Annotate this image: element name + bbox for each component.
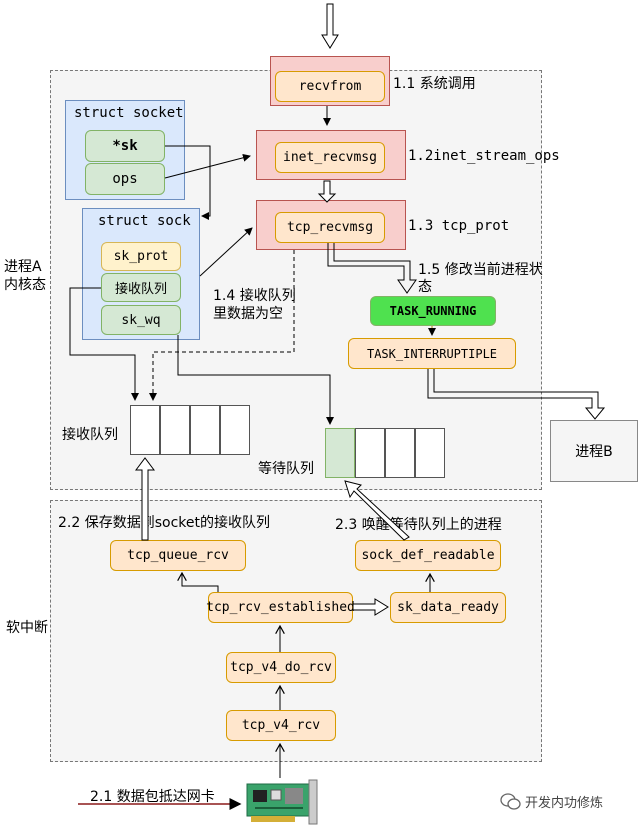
inet-recvmsg-box: inet_recvmsg [275,142,385,173]
task-running-box: TASK_RUNNING [370,296,496,326]
process-a-label: 进程A 内核态 [4,259,46,293]
watermark-text: 开发内功修炼 [525,796,604,811]
recv-queue-slot [190,405,220,455]
tcp-rcv-established-box: tcp_rcv_established [206,592,355,623]
arrow-queue-rcv-up [135,457,155,541]
tcp-recvmsg-box: tcp_recvmsg [275,212,385,243]
arrow-sock-tcp [199,227,253,277]
socket-ops-field: ops [85,163,165,195]
arrow-tcp-running [327,243,417,294]
sock-recv-queue-field: 接收队列 [101,273,181,302]
recvfrom-box: recvfrom [275,71,385,102]
label-1-5: 1.5 修改当前进程状 态 [418,262,543,295]
arrow-readable-waitqueue [344,480,410,541]
arrow-established-queue [182,573,219,592]
struct-socket-title: struct socket [74,105,184,121]
wait-queue-slot [415,428,445,478]
sock-sk-prot-field: sk_prot [101,242,181,271]
dashed-tcp-queue [149,250,295,401]
recv-queue-label: 接收队列 [62,427,118,443]
wait-queue-slot [325,428,355,478]
sock-def-readable-box: sock_def_readable [355,540,501,571]
sock-sk-wq-field: sk_wq [101,305,181,335]
arrow-interruptible-processb [427,369,606,420]
label-1-3: 1.3 tcp_prot [408,218,510,234]
wait-queue-slot [385,428,415,478]
arrow-ops-inet [164,153,251,179]
arrow-established-ready [352,598,389,616]
arrow-wq-waitqueue [177,335,334,425]
recv-queue-slot [220,405,250,455]
arrow-sk-sock [165,145,211,220]
label-2-2: 2.2 保存数据到socket的接收队列 [58,515,270,531]
label-2-1: 2.1 数据包抵达网卡 [90,789,215,805]
wechat-icon [500,792,521,810]
tcp-v4-do-rcv-box: tcp_v4_do_rcv [226,652,336,683]
softirq-label: 软中断 [6,620,48,636]
tcp-queue-rcv-box: tcp_queue_rcv [110,540,246,571]
wait-queue-slot [355,428,385,478]
tcp-v4-rcv-box: tcp_v4_rcv [226,710,336,741]
entry-arrow [321,3,339,49]
label-1-2: 1.2inet_stream_ops [408,148,560,164]
process-b-box: 进程B [550,420,638,482]
label-1-4: 1.4 接收队列 里数据为空 [213,288,296,322]
sk-data-ready-box: sk_data_ready [390,592,506,623]
watermark: 开发内功修炼 [500,792,603,811]
label-2-3: 2.3 唤醒等待队列上的进程 [335,517,502,533]
socket-sk-field: *sk [85,130,165,162]
recv-queue-slot [130,405,160,455]
wait-queue-label: 等待队列 [258,461,314,477]
arrow-inet-tcp [317,180,337,203]
task-interruptible-box: TASK_INTERRUPTIPLE [348,338,516,369]
recv-queue-slot [160,405,190,455]
arrow-field-queue [69,287,139,401]
struct-sock-title: struct sock [98,213,191,229]
label-1-1: 1.1 系统调用 [393,76,476,92]
network-card-icon [246,779,318,825]
